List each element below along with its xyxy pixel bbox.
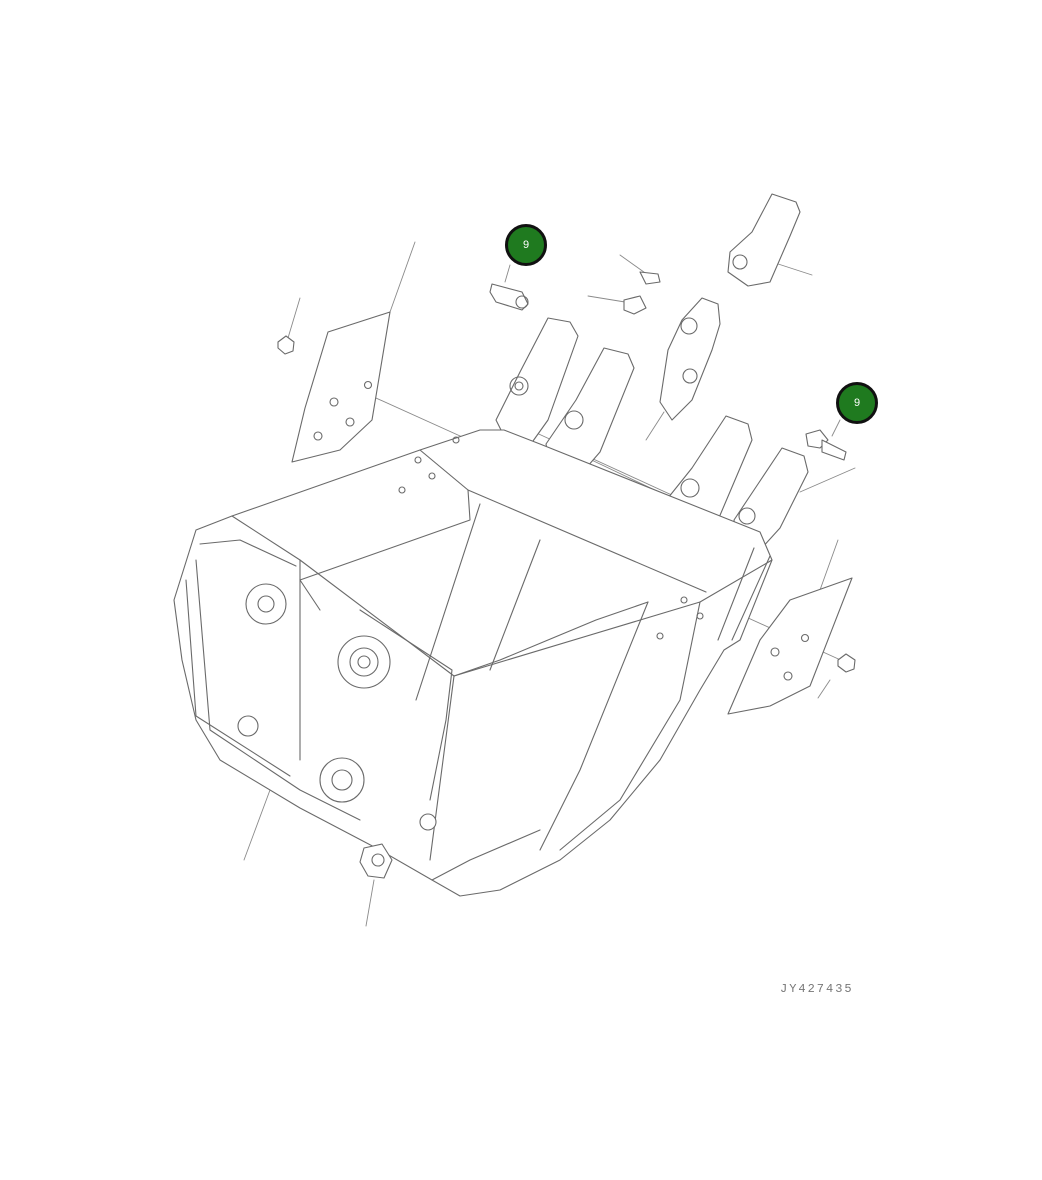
callout-badge-9-top[interactable]: 9 [505,224,547,266]
left-side-cutter [277,311,391,463]
plate-holes [398,436,704,640]
hinge-bosses [237,583,437,879]
callout-label: 9 [853,397,861,409]
right-side-cutter [727,577,856,715]
callout-badge-9-right[interactable]: 9 [836,382,878,424]
pins-and-bolts [489,283,847,461]
drawing-id-text: JY427435 [780,982,854,996]
callout-label: 9 [522,239,530,251]
